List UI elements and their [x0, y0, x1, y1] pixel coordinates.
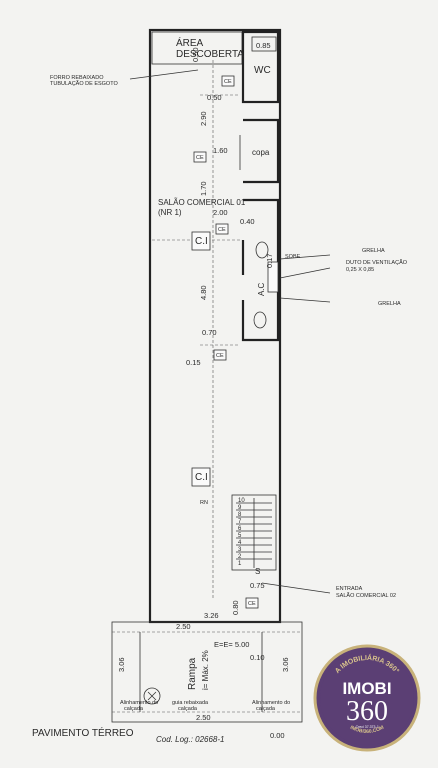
dim-326: 3.26: [204, 611, 219, 620]
dim-080: 0.80: [231, 600, 240, 615]
front-area: [111, 621, 303, 723]
label-guia-2: calçada: [178, 706, 198, 712]
dim-306-left: 3.06: [117, 657, 126, 672]
label-wc: WC: [254, 65, 271, 76]
label-ce-entry: CE: [248, 601, 256, 607]
wc-box-085: [251, 36, 277, 52]
label-cod-log: Cod. Log.: 02668-1: [156, 735, 225, 744]
ci-box-bottom: [191, 467, 211, 487]
label-tubulacao: TUBULAÇÃO DE ESGOTO: [50, 80, 118, 87]
dim-250-top: 2.50: [176, 622, 191, 631]
dim-290: 2.90: [199, 111, 208, 126]
stair-number: 4: [238, 540, 242, 546]
copa-room: [243, 118, 280, 184]
dim-160: 1.60: [213, 146, 228, 155]
dim-050-v: 0.50: [191, 47, 200, 62]
label-grelha-top: GRELHA: [362, 248, 385, 254]
dim-070: 0.70: [202, 328, 217, 337]
ce-box-wc: [221, 75, 235, 87]
label-rn: RN: [200, 500, 208, 506]
tree-icon: [143, 687, 161, 705]
stair-number: 9: [238, 505, 242, 511]
dim-015: 0.15: [186, 358, 201, 367]
stair-number: 5: [238, 533, 242, 539]
label-ci-top: C.I: [195, 236, 208, 247]
dim-200: 2.00: [213, 208, 228, 217]
badge-site: IMOBI360.COM: [349, 725, 385, 735]
label-rampa-slope: i= Máx. 2%: [201, 650, 210, 690]
toilet-icon-top: [255, 241, 269, 259]
stair-number: 7: [238, 519, 242, 525]
ce-box-salao: [215, 223, 229, 235]
label-alinhamento-left: Alinhamento do: [120, 700, 158, 706]
bath-block: [241, 198, 280, 342]
stair-number: 1: [238, 561, 242, 567]
label-grelha-bottom: GRELHA: [378, 301, 401, 307]
stair-number: 10: [238, 498, 245, 504]
dim-306-right: 3.06: [281, 657, 290, 672]
stair-number: 8: [238, 512, 242, 518]
label-ce-mid: CE: [216, 353, 224, 359]
stair-number: 6: [238, 526, 242, 532]
label-ci-bottom: C.I: [195, 472, 208, 483]
label-stair-s: S: [255, 567, 260, 576]
dim-480: 4.80: [199, 285, 208, 300]
dim-017: 0.17: [265, 253, 274, 268]
label-duto-size: 0,25 X 0,85: [346, 267, 374, 273]
label-copa: copa: [252, 148, 270, 157]
badge-brand-number: 360: [346, 696, 388, 727]
ci-box-top: [191, 231, 211, 251]
label-forro: FORRO REBAIXADO: [50, 75, 104, 81]
label-duto: DUTO DE VENTILAÇÃO: [346, 259, 408, 266]
label-rampa: Rampa: [187, 657, 198, 690]
label-descoberta: DESCOBERTA: [176, 49, 244, 60]
label-salao-02: SALÃO COMERCIAL 02: [336, 592, 396, 599]
label-salao: SALÃO COMERCIAL 01: [158, 198, 246, 207]
label-entrada: ENTRADA: [336, 586, 363, 592]
label-alinhamento-left-2: calçada: [124, 706, 144, 712]
label-alinhamento-right-2: calçada: [256, 706, 276, 712]
label-salao-nr: (NR 1): [158, 208, 182, 217]
dim-000: 0.00: [270, 731, 285, 740]
label-ac: A.C: [257, 282, 266, 296]
label-ce-copa: CE: [196, 155, 204, 161]
ce-box-copa: [193, 151, 207, 163]
label-sobe: SOBE: [285, 254, 301, 260]
dim-085: 0.85: [256, 41, 271, 50]
badge-creci: Creci 37.373-J: [356, 725, 379, 729]
dim-170: 1.70: [199, 181, 208, 196]
label-ce-wc: CE: [224, 79, 232, 85]
dim-250-bottom: 2.50: [196, 713, 211, 722]
dim-050-h: 0.50: [207, 93, 222, 102]
label-area: ÁREA: [176, 36, 204, 49]
dim-ee: E=E= 5.00: [214, 640, 249, 649]
page-title: PAVIMENTO TÉRREO: [32, 726, 134, 739]
label-alinhamento-right: Alinhamento do: [252, 700, 290, 706]
toilet-icon-bottom: [253, 311, 267, 329]
stair-number: 3: [238, 547, 242, 553]
dim-010: 0.10: [250, 653, 265, 662]
building-outline: [148, 28, 282, 624]
wc-room: [241, 30, 280, 104]
ce-box-entry: [245, 597, 259, 609]
dim-075: 0.75: [250, 581, 265, 590]
stair-number: 2: [238, 554, 242, 560]
ce-box-mid: [213, 349, 227, 361]
label-ce-salao: CE: [218, 227, 226, 233]
vent-duct: [267, 261, 279, 293]
label-guia: guia rebaixada: [172, 700, 209, 706]
stair-block: [231, 494, 277, 571]
imobi360-logo: A IMOBILIÁRIA 360° IMOBI 360 Creci 37.37…: [313, 644, 421, 752]
dim-040: 0.40: [240, 217, 255, 226]
svg-text:IMOBI360.COM: IMOBI360.COM: [349, 725, 385, 735]
badge-brand-top: IMOBI: [342, 679, 391, 698]
